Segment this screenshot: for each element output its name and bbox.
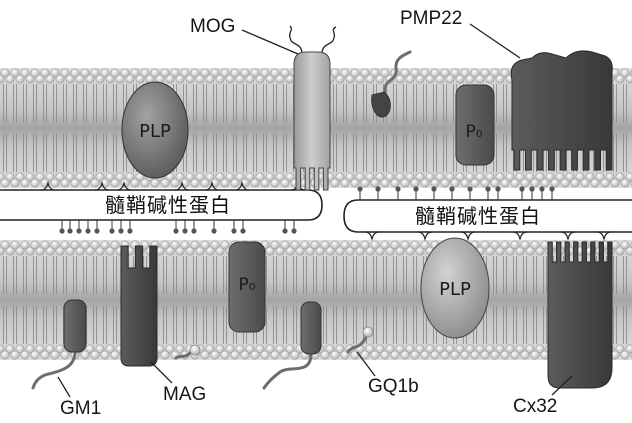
mbp-left-pin-head <box>127 228 132 233</box>
cx32-label: Cx32 <box>513 396 557 417</box>
mbp-left-pin-head <box>109 228 114 233</box>
mbp-left-pin-head <box>231 228 236 233</box>
mbp-left-pin-head <box>282 228 287 233</box>
mbp-left-pin-head <box>191 228 196 233</box>
lipid-anchor-rod-lower <box>301 302 321 354</box>
mag-label: MAG <box>163 384 206 405</box>
mbp-right-brace <box>597 232 611 239</box>
mog-glycan-right <box>322 27 336 52</box>
p0-lower-label: P₀ <box>238 275 255 295</box>
mbp-left-pin-head <box>85 228 90 233</box>
gm1-leader-line <box>58 377 70 397</box>
mbp-left-pin-head <box>76 228 81 233</box>
mbp-left-pin-head <box>291 228 296 233</box>
plp-upper-label: PLP <box>139 121 171 142</box>
mag-leader-line <box>151 362 172 383</box>
mbp-left-pin-head <box>173 228 178 233</box>
small-lipid-head <box>190 345 200 355</box>
mbp-left-pin-head <box>94 228 99 233</box>
mbp-right-pin-head <box>539 186 544 191</box>
mbp-left-pin-head <box>240 228 245 233</box>
mbp-right-pin-head <box>413 186 418 191</box>
mbp-right-brace <box>365 232 379 239</box>
mbp-right-label: 髓鞘碱性蛋白 <box>415 204 541 228</box>
mbp-right-brace <box>461 232 475 239</box>
mbp-left-pin-head <box>182 228 187 233</box>
gm1-ganglioside <box>64 300 86 352</box>
mbp-left-pin-head <box>67 228 72 233</box>
mbp-right-pin-head <box>467 186 472 191</box>
gq1b-label: GQ1b <box>368 376 419 397</box>
mbp-right-pin-head <box>375 186 380 191</box>
plp-lower-label: PLP <box>439 279 471 300</box>
mbp-left-strip: 髓鞘碱性蛋白 <box>0 190 322 220</box>
gm1-label: GM1 <box>60 398 101 419</box>
mbp-right-pin-head <box>529 186 534 191</box>
mbp-left-pin-head <box>59 228 64 233</box>
mbp-right-pin-head <box>395 186 400 191</box>
mbp-left-pin-head <box>118 228 123 233</box>
mbp-right-brace <box>561 232 575 239</box>
mog-label: MOG <box>190 16 235 37</box>
mbp-right-brace <box>513 232 527 239</box>
mbp-right-pin-head <box>431 186 436 191</box>
cx32-protein <box>548 242 612 388</box>
mbp-right-pin-head <box>495 186 500 191</box>
pmp22-leader-line <box>470 24 520 58</box>
pmp22-label: PMP22 <box>400 8 462 29</box>
mbp-left-pin-head <box>211 228 216 233</box>
gq1b-head <box>363 327 373 337</box>
p0-upper-label: P₀ <box>465 122 482 142</box>
pmp22-protein <box>511 51 612 170</box>
mbp-right-pin-head <box>485 186 490 191</box>
mbp-right-brace <box>418 232 432 239</box>
mbp-right-pin-head <box>549 186 554 191</box>
mbp-left-label: 髓鞘碱性蛋白 <box>105 193 231 217</box>
mbp-right-pin-head <box>449 186 454 191</box>
mbp-right-strip: 髓鞘碱性蛋白 <box>344 200 632 232</box>
mbp-right-pin-head <box>519 186 524 191</box>
mbp-right-pin-head <box>357 186 362 191</box>
mog-glycan-left <box>290 26 302 52</box>
mag-protein <box>121 246 157 366</box>
